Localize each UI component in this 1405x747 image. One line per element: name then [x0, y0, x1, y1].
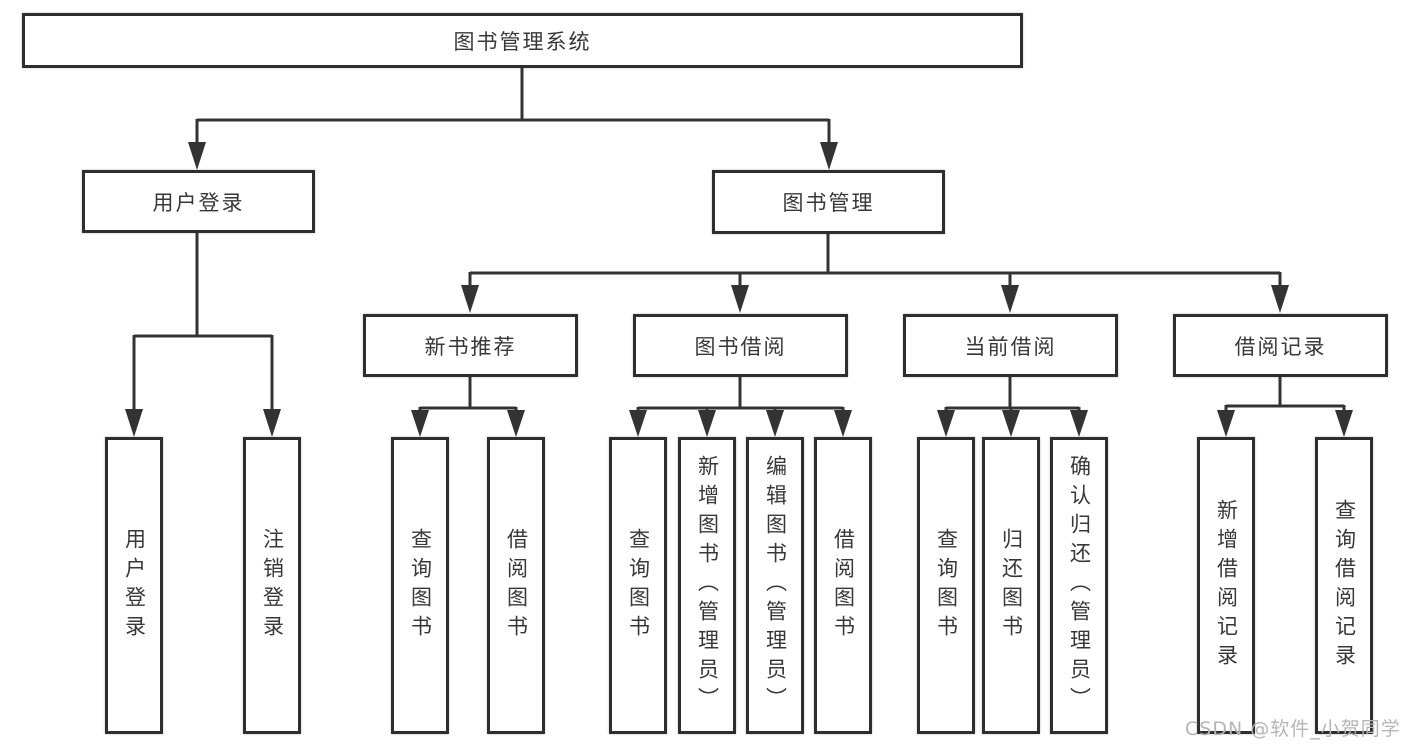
- node-borrowing-records: 借阅记录: [1173, 314, 1388, 377]
- node-label: 编辑图书（管理员）: [763, 455, 788, 716]
- node-book-management-branch: 图书管理: [712, 170, 945, 234]
- node-current-borrowing: 当前借阅: [903, 314, 1118, 377]
- node-label: 归还图书: [999, 527, 1024, 644]
- leaf-add-books-admin: 新增图书（管理员）: [678, 437, 736, 734]
- leaf-query-books-recommend: 查询图书: [391, 437, 449, 734]
- node-label: 注销登录: [260, 527, 285, 644]
- node-label: 新书推荐: [424, 334, 517, 359]
- node-label: 图书借阅: [694, 334, 787, 359]
- leaf-edit-books-admin: 编辑图书（管理员）: [746, 437, 804, 734]
- node-user-login-branch: 用户登录: [82, 170, 315, 233]
- node-label: 借阅记录: [1234, 334, 1327, 359]
- node-new-book-recommendation: 新书推荐: [363, 314, 578, 377]
- node-root-system: 图书管理系统: [22, 13, 1023, 68]
- node-label: 查询图书: [934, 527, 959, 644]
- node-label: 用户登录: [122, 527, 147, 644]
- node-label: 借阅图书: [831, 527, 856, 644]
- leaf-query-books-borrow: 查询图书: [609, 437, 667, 734]
- node-label: 用户登录: [152, 190, 245, 215]
- leaf-add-borrow-record: 新增借阅记录: [1197, 437, 1255, 734]
- leaf-confirm-return-admin: 确认归还（管理员）: [1050, 437, 1108, 734]
- leaf-query-books-current: 查询图书: [917, 437, 975, 734]
- node-label: 当前借阅: [964, 334, 1057, 359]
- arrowhead-icons: [125, 142, 1353, 437]
- node-label: 图书管理系统: [453, 29, 592, 54]
- leaf-logout: 注销登录: [243, 437, 301, 734]
- node-label: 新增借阅记录: [1214, 498, 1239, 673]
- node-book-borrowing: 图书借阅: [633, 314, 848, 377]
- node-label: 查询借阅记录: [1332, 498, 1357, 673]
- leaf-borrow-books: 借阅图书: [814, 437, 872, 734]
- leaf-return-books: 归还图书: [982, 437, 1040, 734]
- leaf-borrow-books-recommend: 借阅图书: [487, 437, 545, 734]
- node-label: 确认归还（管理员）: [1067, 455, 1092, 716]
- node-label: 查询图书: [626, 527, 651, 644]
- leaf-user-login: 用户登录: [105, 437, 163, 734]
- csdn-watermark: CSDN @软件_小贺同学: [1185, 718, 1401, 740]
- node-label: 查询图书: [408, 527, 433, 644]
- leaf-query-borrow-record: 查询借阅记录: [1315, 437, 1373, 734]
- node-label: 图书管理: [782, 191, 875, 215]
- node-label: 借阅图书: [504, 527, 529, 644]
- node-label: 新增图书（管理员）: [695, 455, 720, 716]
